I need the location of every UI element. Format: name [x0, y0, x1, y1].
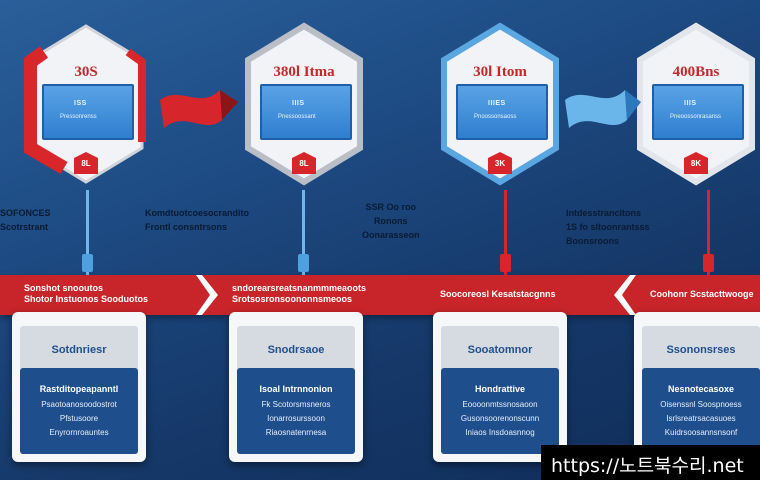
step-1-screen-line2: Pressonrenss [60, 114, 97, 120]
step-1-connector-cap [82, 254, 93, 272]
step-4-hexagon: 400Bns IIIS Pneoossonrasanss 8K [634, 22, 758, 192]
step-2-side-text: Komdtuotcoesocrandito Frontl consntrsons [145, 206, 249, 234]
step-1-title: 30S [74, 64, 98, 80]
ribbon-text-4: Coohonr Scstacttwooge [650, 289, 754, 300]
step-4-connector-line [707, 190, 710, 275]
ribbon-text-2: sndorearsreatsnanmmmeaoots Srotsosronsoo… [232, 283, 366, 305]
ribbon-text-line: Shotor Instuonos Sooduotos [24, 294, 148, 304]
step-3-card-title: Hondrattive [474, 384, 525, 394]
step-2-connector-cap [298, 254, 309, 272]
step-3-card: Sooatomnor Hondrattive Eoooonmtssnosaoon… [433, 312, 567, 462]
process-ribbon: Sonshot snooutos Shotor Instuonos Sooduo… [0, 275, 760, 315]
step-3-hexagon: 30l Itom IIIES Pnoossonsaoss 3K [438, 22, 562, 192]
step-4-title: 400Bns [672, 64, 720, 80]
step-4-screen-line1: IIIS [684, 100, 697, 107]
step-4-badge: 8K [684, 152, 708, 174]
step-1-card-line: Pfstusoore [59, 414, 99, 423]
watermark-text: https://노트북수리.net [551, 455, 744, 477]
step-3-card-line: Gusonsoorenonscunn [460, 414, 540, 423]
step-3-card-line: Iniaos Insdoasnnog [465, 428, 535, 437]
step-2-card: Snodrsaoe Isoal Intrnnonion Fk Scotorsms… [229, 312, 363, 462]
step-3-badge: 3K [488, 152, 512, 174]
chevron-left-icon [614, 275, 636, 315]
step-1-screen: ISS Pressonrenss [42, 84, 134, 140]
step-4-badge-label: 8K [690, 159, 702, 168]
blue-ribbon-connector [565, 90, 641, 128]
step-2-screen-line1: IIIS [292, 100, 305, 107]
step-3-screen-line1: IIIES [488, 100, 506, 107]
chevron-right-icon [196, 275, 218, 315]
step-3-side-line: Ronons [374, 216, 408, 226]
step-3-card-head-label: Sooatomnor [467, 344, 533, 356]
step-1-card-title: Rastditopeapanntl [39, 384, 119, 394]
step-1-card-line: Enyrornroauntes [49, 428, 109, 437]
step-4-side-line: 1S fo sItoonrantsss [566, 222, 650, 232]
red-ribbon-connector [160, 90, 238, 128]
step-3-side-text: SSR Oo roo Ronons Oonarasseon [362, 200, 420, 242]
step-2-card-line: Fk Scotorsmsneros [261, 400, 331, 409]
step-4-side-line: Intdesstrancltons [566, 208, 642, 218]
step-3-side-line: SSR Oo roo [365, 202, 417, 212]
ribbon-text-line: Srotsosronsoononnsmeoos [232, 294, 353, 304]
step-3-card-head: Sooatomnor [441, 326, 559, 376]
ribbon-text-line: Soocoreosl Kesatstacgnns [440, 289, 556, 299]
step-4-card-head: Ssononsrses [642, 326, 760, 376]
step-1-card: Sotdnriesr Rastditopeapanntl Psaotoanoso… [12, 312, 146, 462]
step-4-connector-cap [703, 254, 714, 272]
step-4-screen: IIIS Pneoossonrasanss [652, 84, 744, 140]
step-3-title: 30l Itom [473, 64, 527, 80]
step-1-screen-line1: ISS [74, 100, 87, 107]
step-2-card-title: Isoal Intrnnonion [259, 384, 333, 394]
step-2-card-body: Isoal Intrnnonion Fk Scotorsmsneros Iona… [237, 368, 355, 454]
ribbon-text-3: Soocoreosl Kesatstacgnns [440, 289, 556, 300]
step-1-badge-label: 8L [81, 159, 91, 168]
ribbon-text-line: Coohonr Scstacttwooge [650, 289, 754, 299]
step-3-badge-label: 3K [494, 159, 506, 168]
step-2-card-line: Riaosnatenrnesa [265, 428, 327, 437]
step-3-connector-line [504, 190, 507, 275]
ribbon-text-line: sndorearsreatsnanmmmeaoots [232, 283, 367, 293]
step-4-screen-line2: Pneoossonrasanss [670, 114, 722, 120]
step-2-card-line: Ionarrosurssoon [267, 414, 325, 423]
step-2-badge: 8L [292, 152, 316, 174]
step-2-screen: IIIS Pnessoossant [260, 84, 352, 140]
step-2-card-head-label: Snodrsaoe [267, 344, 325, 356]
step-4-card-body: Nesnotecasoxe Oisenssnl Soospnoess Isrls… [642, 368, 760, 454]
ribbon-text-line: Sonshot snooutos [24, 283, 103, 293]
step-2-connector-line [302, 190, 305, 275]
step-4-card-line: Oisenssnl Soospnoess [660, 400, 742, 409]
step-2-screen-line2: Pnessoossant [278, 114, 316, 120]
step-1-side-text: SOFONCES Scotrstrant [0, 206, 51, 234]
step-1-side-line: Scotrstrant [0, 222, 49, 232]
step-1-card-line: Psaotoanosoodostrot [41, 400, 117, 409]
step-3-screen-line2: Pnoossonsaoss [474, 114, 517, 120]
step-1-connector-line [86, 190, 89, 275]
step-4-side-line: Boonsroons [566, 236, 619, 246]
step-1-side-line: SOFONCES [0, 208, 51, 218]
step-4-card-title: Nesnotecasoxe [667, 384, 735, 394]
step-1-hexagon: 30S ISS Pressonrenss 8L [24, 22, 148, 192]
step-4-card-line: Isrlsreatrsacasuoes [666, 414, 736, 423]
step-3-screen: IIIES Pnoossonsaoss [456, 84, 548, 140]
step-3-card-line: Eoooonmtssnosaoon [462, 400, 538, 409]
ribbon-text-1: Sonshot snooutos Shotor Instuonos Sooduo… [24, 283, 148, 305]
step-2-title: 380l Itma [273, 64, 335, 80]
step-1-card-body: Rastditopeapanntl Psaotoanosoodostrot Pf… [20, 368, 138, 454]
step-2-side-line: Frontl consntrsons [145, 222, 228, 232]
step-1-card-head-label: Sotdnriesr [51, 344, 107, 356]
step-4-card: Ssononsrses Nesnotecasoxe Oisenssnl Soos… [634, 312, 760, 462]
step-3-card-body: Hondrattive Eoooonmtssnosaoon Gusonsoore… [441, 368, 559, 454]
watermark: https://노트북수리.net [541, 445, 760, 480]
step-4-card-head-label: Ssononsrses [666, 344, 736, 356]
step-2-card-head: Snodrsaoe [237, 326, 355, 376]
step-1-card-head: Sotdnriesr [20, 326, 138, 376]
step-3-connector-cap [500, 254, 511, 272]
step-2-side-line: Komdtuotcoesocrandito [145, 208, 250, 218]
step-4-card-line: Kuidrsoosannsnsonf [664, 428, 738, 437]
step-1-badge: 8L [74, 152, 98, 174]
step-2-badge-label: 8L [299, 159, 309, 168]
step-4-side-text: Intdesstrancltons 1S fo sItoonrantsss Bo… [566, 206, 650, 248]
step-3-side-line: Oonarasseon [362, 230, 420, 240]
step-2-hexagon: 380l Itma IIIS Pnessoossant 8L [242, 22, 366, 192]
